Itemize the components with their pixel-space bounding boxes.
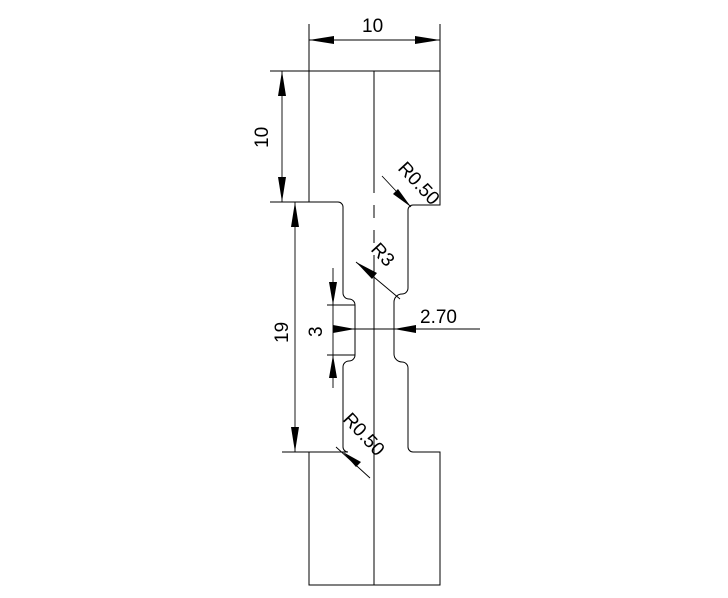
radius-top-label: R0.50: [393, 158, 443, 209]
top-block-outline: [308, 71, 441, 586]
arrow-right: [333, 325, 355, 333]
dim-top-height-label: 10: [252, 127, 273, 148]
dim-middle-height: 19: [272, 202, 299, 452]
arrow: [343, 452, 361, 467]
part-outline: [270, 70, 441, 586]
arrow-left: [309, 36, 334, 44]
arrow-down: [329, 282, 337, 305]
arrow: [393, 189, 411, 207]
radius-mid-label: R3: [366, 239, 398, 271]
arrow-up: [291, 202, 299, 227]
dim-notch-width-label: 3: [306, 326, 327, 337]
dim-radius-bottom: R0.50: [335, 409, 388, 479]
dim-middle-height-label: 19: [272, 322, 293, 343]
dim-radius-mid: R3: [355, 239, 401, 300]
arrow-up: [329, 355, 337, 378]
dim-radius-top: R0.50: [381, 158, 443, 209]
radius-bottom-label: R0.50: [338, 409, 388, 460]
arrow-down: [278, 177, 286, 202]
arrow-left: [394, 325, 416, 333]
arrow-right: [415, 36, 440, 44]
arrow-up: [278, 71, 286, 96]
dim-top-width-label: 10: [362, 16, 383, 37]
dim-top-height: 10: [252, 71, 286, 202]
dim-neck-width-label: 2.70: [420, 307, 457, 328]
dim-neck-width: 2.70: [333, 307, 480, 333]
dim-top-width: 10: [308, 16, 441, 71]
arrow: [356, 262, 377, 279]
arrow-down: [291, 427, 299, 452]
